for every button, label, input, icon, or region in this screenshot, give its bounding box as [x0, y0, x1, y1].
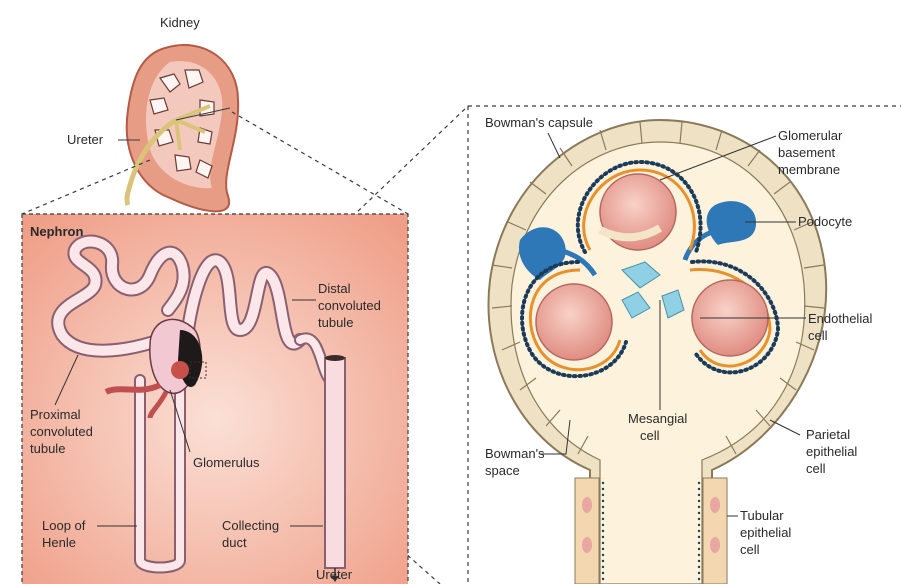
svg-text:epithelial: epithelial	[806, 444, 857, 459]
svg-text:Proximal: Proximal	[30, 407, 81, 422]
svg-text:cell: cell	[740, 542, 760, 557]
svg-text:convoluted: convoluted	[318, 298, 381, 313]
svg-text:Bowman's: Bowman's	[485, 446, 545, 461]
svg-text:Mesangial: Mesangial	[628, 411, 687, 426]
svg-text:membrane: membrane	[778, 162, 840, 177]
svg-text:Collecting: Collecting	[222, 518, 279, 533]
svg-text:Loop of: Loop of	[42, 518, 86, 533]
label-ureter-top: Ureter	[67, 132, 104, 147]
label-gbm: Glomerular basement membrane	[778, 128, 843, 177]
label-bowmans-capsule: Bowman's capsule	[485, 115, 593, 130]
svg-text:convoluted: convoluted	[30, 424, 93, 439]
svg-text:tubule: tubule	[318, 315, 353, 330]
label-podocyte: Podocyte	[798, 214, 852, 229]
svg-text:cell: cell	[808, 328, 828, 343]
svg-text:Endothelial: Endothelial	[808, 311, 872, 326]
svg-text:Henle: Henle	[42, 535, 76, 550]
svg-text:basement: basement	[778, 145, 835, 160]
bowman-panel	[468, 106, 901, 584]
label-ureter-bottom: Ureter	[316, 567, 353, 582]
label-parietal: Parietal epithelial cell	[806, 427, 857, 476]
svg-text:cell: cell	[806, 461, 826, 476]
svg-text:tubule: tubule	[30, 441, 65, 456]
label-bowmans-space: Bowman's space	[485, 446, 545, 478]
label-kidney: Kidney	[160, 15, 200, 30]
svg-text:epithelial: epithelial	[740, 525, 791, 540]
collecting-duct	[325, 358, 345, 568]
capillary-left	[536, 284, 612, 360]
svg-text:Parietal: Parietal	[806, 427, 850, 442]
svg-text:Tubular: Tubular	[740, 508, 784, 523]
svg-text:Glomerular: Glomerular	[778, 128, 843, 143]
svg-text:cell: cell	[640, 428, 660, 443]
label-tubular: Tubular epithelial cell	[740, 508, 791, 557]
label-nephron: Nephron	[30, 224, 84, 239]
kidney-illustration	[118, 45, 238, 211]
svg-text:Distal: Distal	[318, 281, 351, 296]
svg-text:space: space	[485, 463, 520, 478]
svg-text:duct: duct	[222, 535, 247, 550]
label-glomerulus: Glomerulus	[193, 455, 260, 470]
